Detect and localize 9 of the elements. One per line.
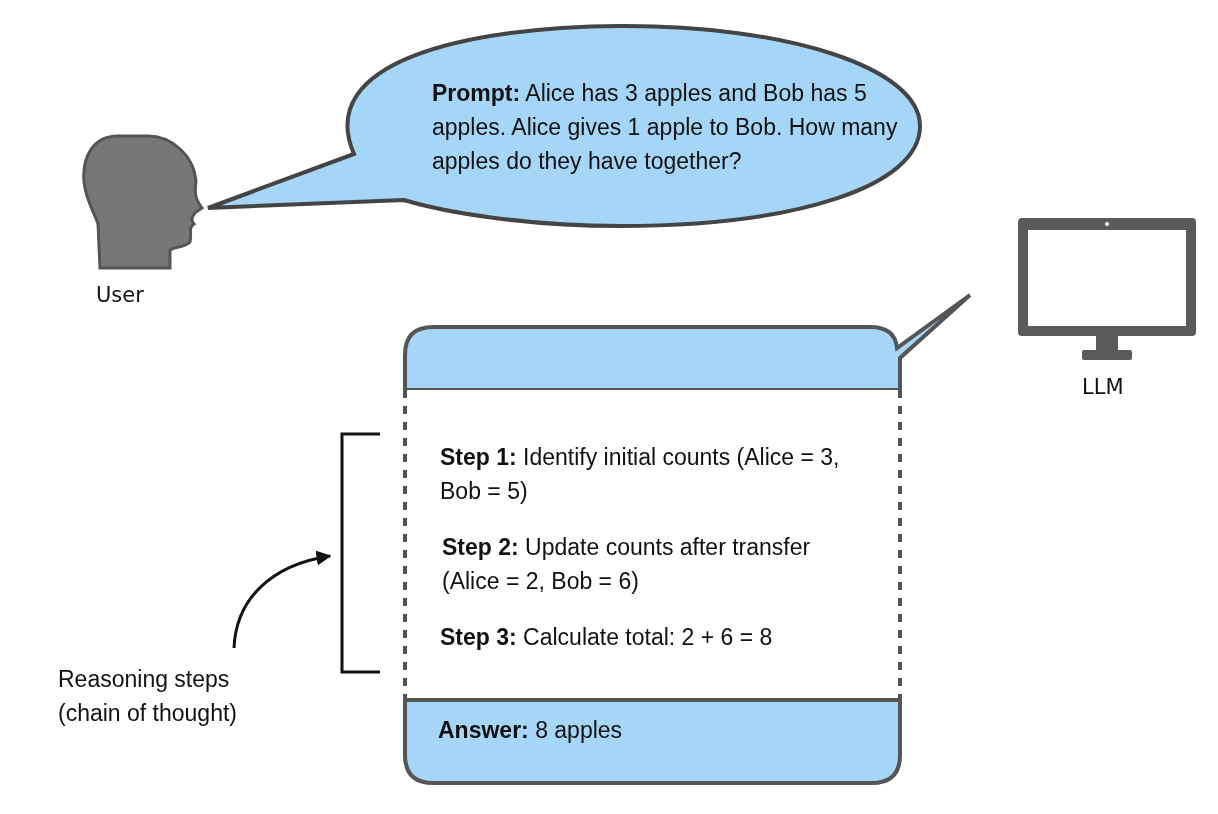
user-label: User (96, 282, 144, 309)
step-text: Step 1: Identify initial counts (Alice = 3, Bob = 5) (440, 443, 841, 506)
prompt-text: Prompt: Alice has 3 apples and Bob has 5 apples. Alice gives 1 apple to Bob. How many apples do they have together? (432, 79, 899, 176)
step-text: Step 2: Update counts after transfer (Alice = 2, Bob = 6) (442, 533, 812, 596)
node-text: Reasoning steps (chain of thought) (58, 665, 238, 728)
answer-text: Answer: 8 apples (438, 716, 624, 745)
arrow (232, 551, 332, 649)
llm-label: LLM (1082, 374, 1124, 401)
step-text: Step 3: Calculate total: 2 + 6 = 8 (440, 623, 774, 652)
